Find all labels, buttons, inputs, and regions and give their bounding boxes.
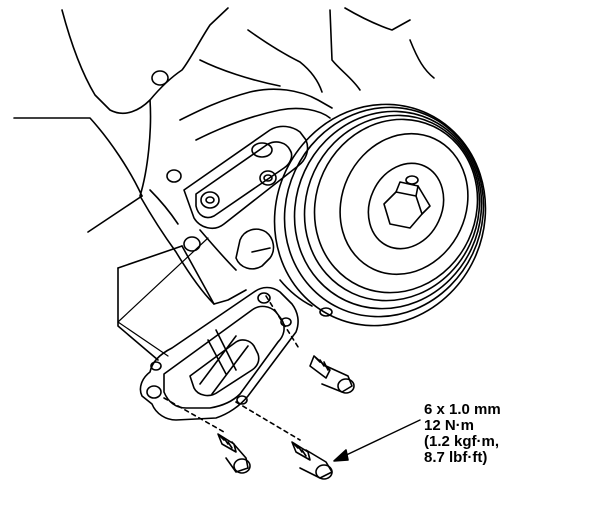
bolt-lower-left (217, 433, 251, 474)
torque-lbfft-label: 8.7 lbf·ft) (424, 449, 488, 466)
callout-arrow (333, 419, 421, 462)
torque-kgfm-label: (1.2 kgf·m, (424, 433, 500, 450)
bolt-lower-right (291, 441, 333, 480)
crankshaft-pulley (273, 103, 487, 327)
leader-lines (117, 237, 209, 357)
torque-spec-callout: 6 x 1.0 mm 12 N·m (1.2 kgf·m, 8.7 lbf·ft… (424, 402, 501, 466)
bolt-upper-right (309, 355, 355, 394)
engine-block (13, 7, 435, 361)
cover-plate (139, 286, 301, 441)
torque-nm-label: 12 N·m (424, 417, 475, 434)
bolt-size-label: 6 x 1.0 mm (424, 401, 501, 418)
pump-housing (151, 70, 309, 270)
